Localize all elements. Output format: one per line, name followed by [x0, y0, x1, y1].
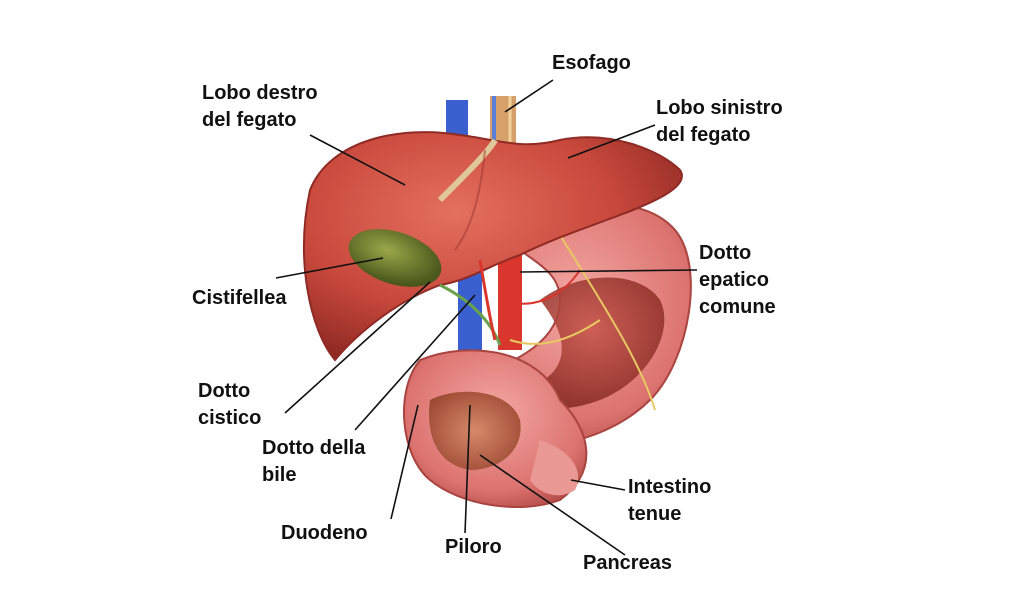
label-lobo-destro: Lobo destro del fegato: [202, 82, 318, 131]
label-pancreas: Pancreas: [583, 552, 672, 574]
gallbladder: [348, 229, 442, 287]
leader-lines: [275, 79, 698, 556]
label-dotto-epatico: Dotto epatico comune: [699, 242, 776, 318]
label-dotto-cistico: Dotto cistico: [198, 380, 262, 429]
label-lobo-sinistro: Lobo sinistro del fegato: [656, 97, 783, 146]
label-esofago: Esofago: [552, 52, 631, 74]
label-duodeno: Duodeno: [281, 522, 368, 544]
label-cistifellea: Cistifellea: [192, 287, 287, 309]
duodenum: [403, 349, 588, 509]
label-dotto-bile: Dotto della bile: [262, 437, 366, 486]
liver: [303, 131, 683, 362]
label-intestino: Intestino tenue: [628, 476, 712, 525]
ducts: [439, 259, 601, 346]
label-piloro: Piloro: [445, 536, 502, 558]
